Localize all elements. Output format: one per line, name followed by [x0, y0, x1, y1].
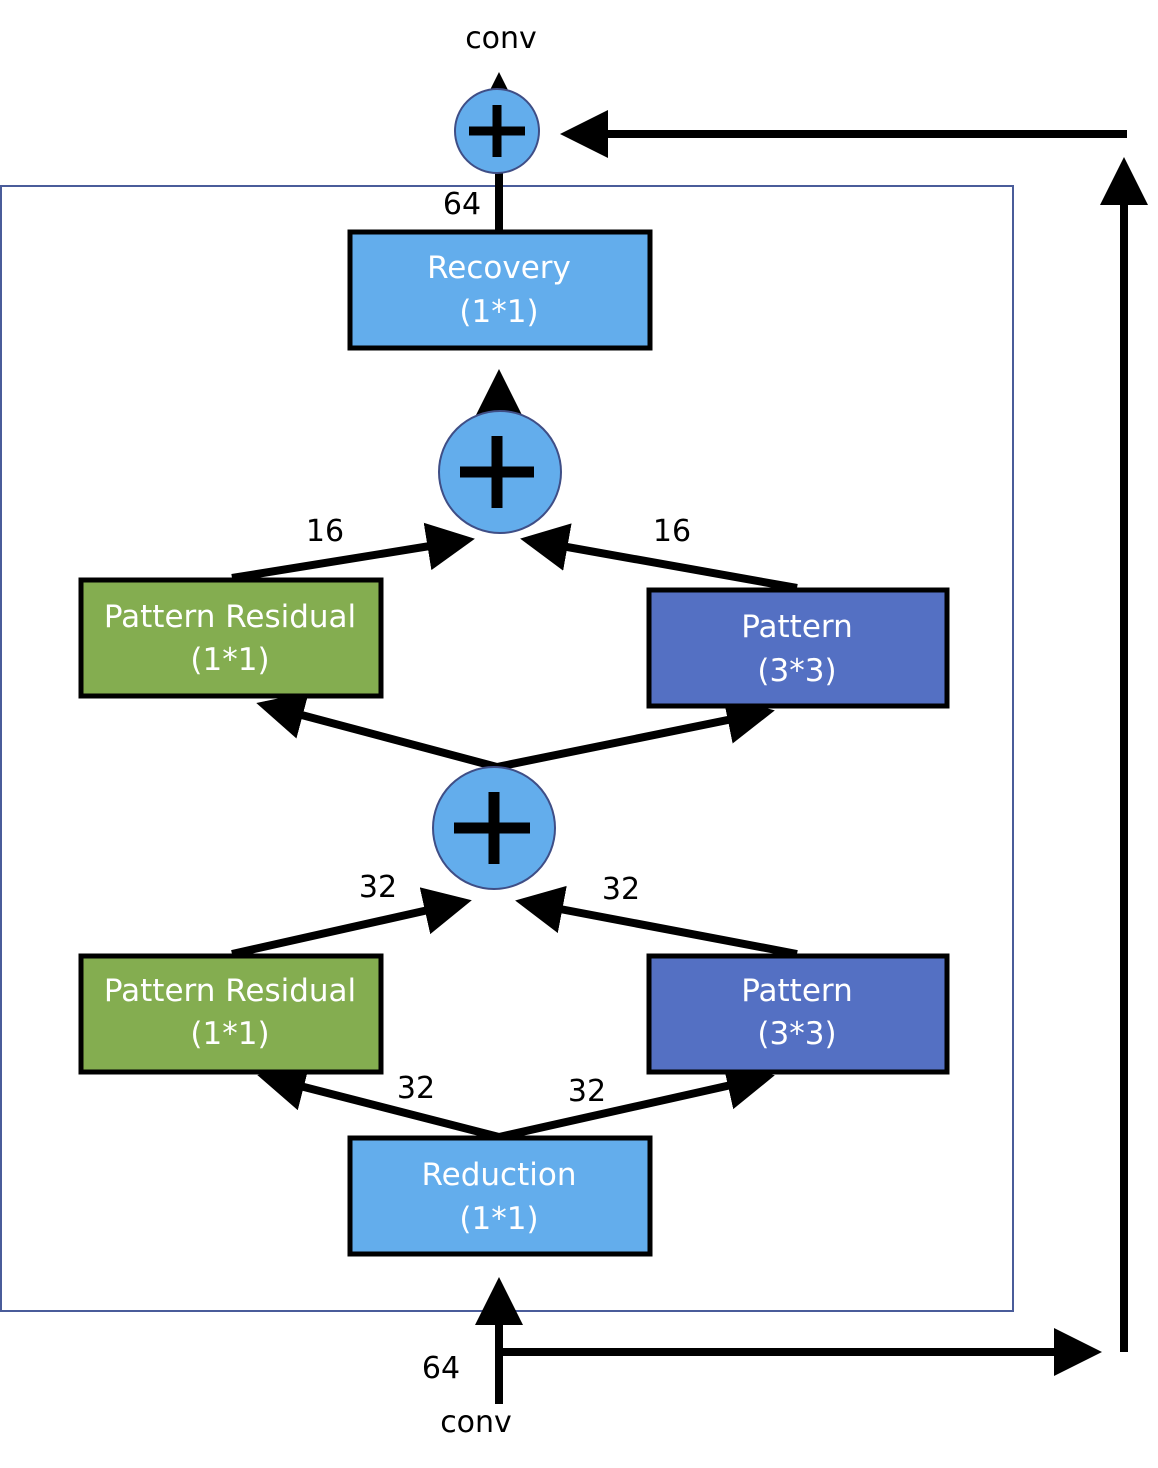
stage-1-left-channels-label: 32	[359, 870, 397, 905]
reduction-to-pattern-1-arrow	[498, 1062, 775, 1141]
output-label: conv	[465, 21, 537, 56]
pattern-block-1: Pattern (3*3)	[646, 953, 950, 1075]
stage-2-left-channels-label: 16	[306, 514, 344, 549]
stage-2-right-channels-label: 16	[653, 514, 691, 549]
pattern-block-1-kernel: (3*3)	[757, 1016, 836, 1052]
plus-icon	[469, 105, 525, 157]
input-channels-label: 64	[422, 1351, 460, 1386]
reduction-block-kernel: (1*1)	[459, 1201, 538, 1237]
residual-2-to-adder-arrow	[231, 522, 475, 582]
pattern-block-2-name: Pattern	[741, 609, 853, 645]
recovery-block-kernel: (1*1)	[459, 294, 538, 330]
pattern-1-to-adder-arrow	[515, 885, 798, 958]
plus-icon	[460, 436, 534, 508]
pattern-block-1-name: Pattern	[741, 973, 853, 1009]
adder-to-residual-2-arrow	[256, 692, 499, 771]
stage-1-right-channels-label: 32	[602, 872, 640, 907]
adder-to-pattern-2-arrow	[496, 696, 775, 771]
plus-icon	[454, 792, 530, 864]
pattern-block-2: Pattern (3*3)	[646, 587, 950, 709]
pattern-residual-block-2: Pattern Residual (1*1)	[78, 577, 384, 699]
adder-stage-1	[432, 766, 556, 890]
final-adder	[454, 88, 540, 174]
pattern-residual-block-1-kernel: (1*1)	[190, 1016, 269, 1052]
reduction-block-name: Reduction	[422, 1157, 577, 1193]
connectors	[231, 72, 1148, 1404]
pattern-residual-block-1: Pattern Residual (1*1)	[78, 953, 384, 1075]
reduction-left-channels-label: 32	[397, 1071, 435, 1106]
input-label: conv	[440, 1405, 512, 1440]
pattern-block-2-kernel: (3*3)	[757, 653, 836, 689]
recovery-block-name: Recovery	[427, 250, 571, 286]
pattern-residual-block-2-name: Pattern Residual	[104, 599, 356, 635]
reduction-to-residual-1-arrow	[257, 1063, 500, 1141]
pattern-residual-block-1-name: Pattern Residual	[104, 973, 356, 1009]
reduction-right-channels-label: 32	[568, 1074, 606, 1109]
pattern-2-to-adder-arrow	[520, 523, 798, 592]
output-channels-label: 64	[443, 187, 481, 222]
pattern-residual-block-2-kernel: (1*1)	[190, 642, 269, 678]
reduction-block: Reduction (1*1)	[347, 1135, 653, 1257]
recovery-block: Recovery (1*1)	[347, 229, 653, 351]
residual-1-to-adder-arrow	[231, 887, 472, 958]
adder-stage-2	[438, 410, 562, 534]
